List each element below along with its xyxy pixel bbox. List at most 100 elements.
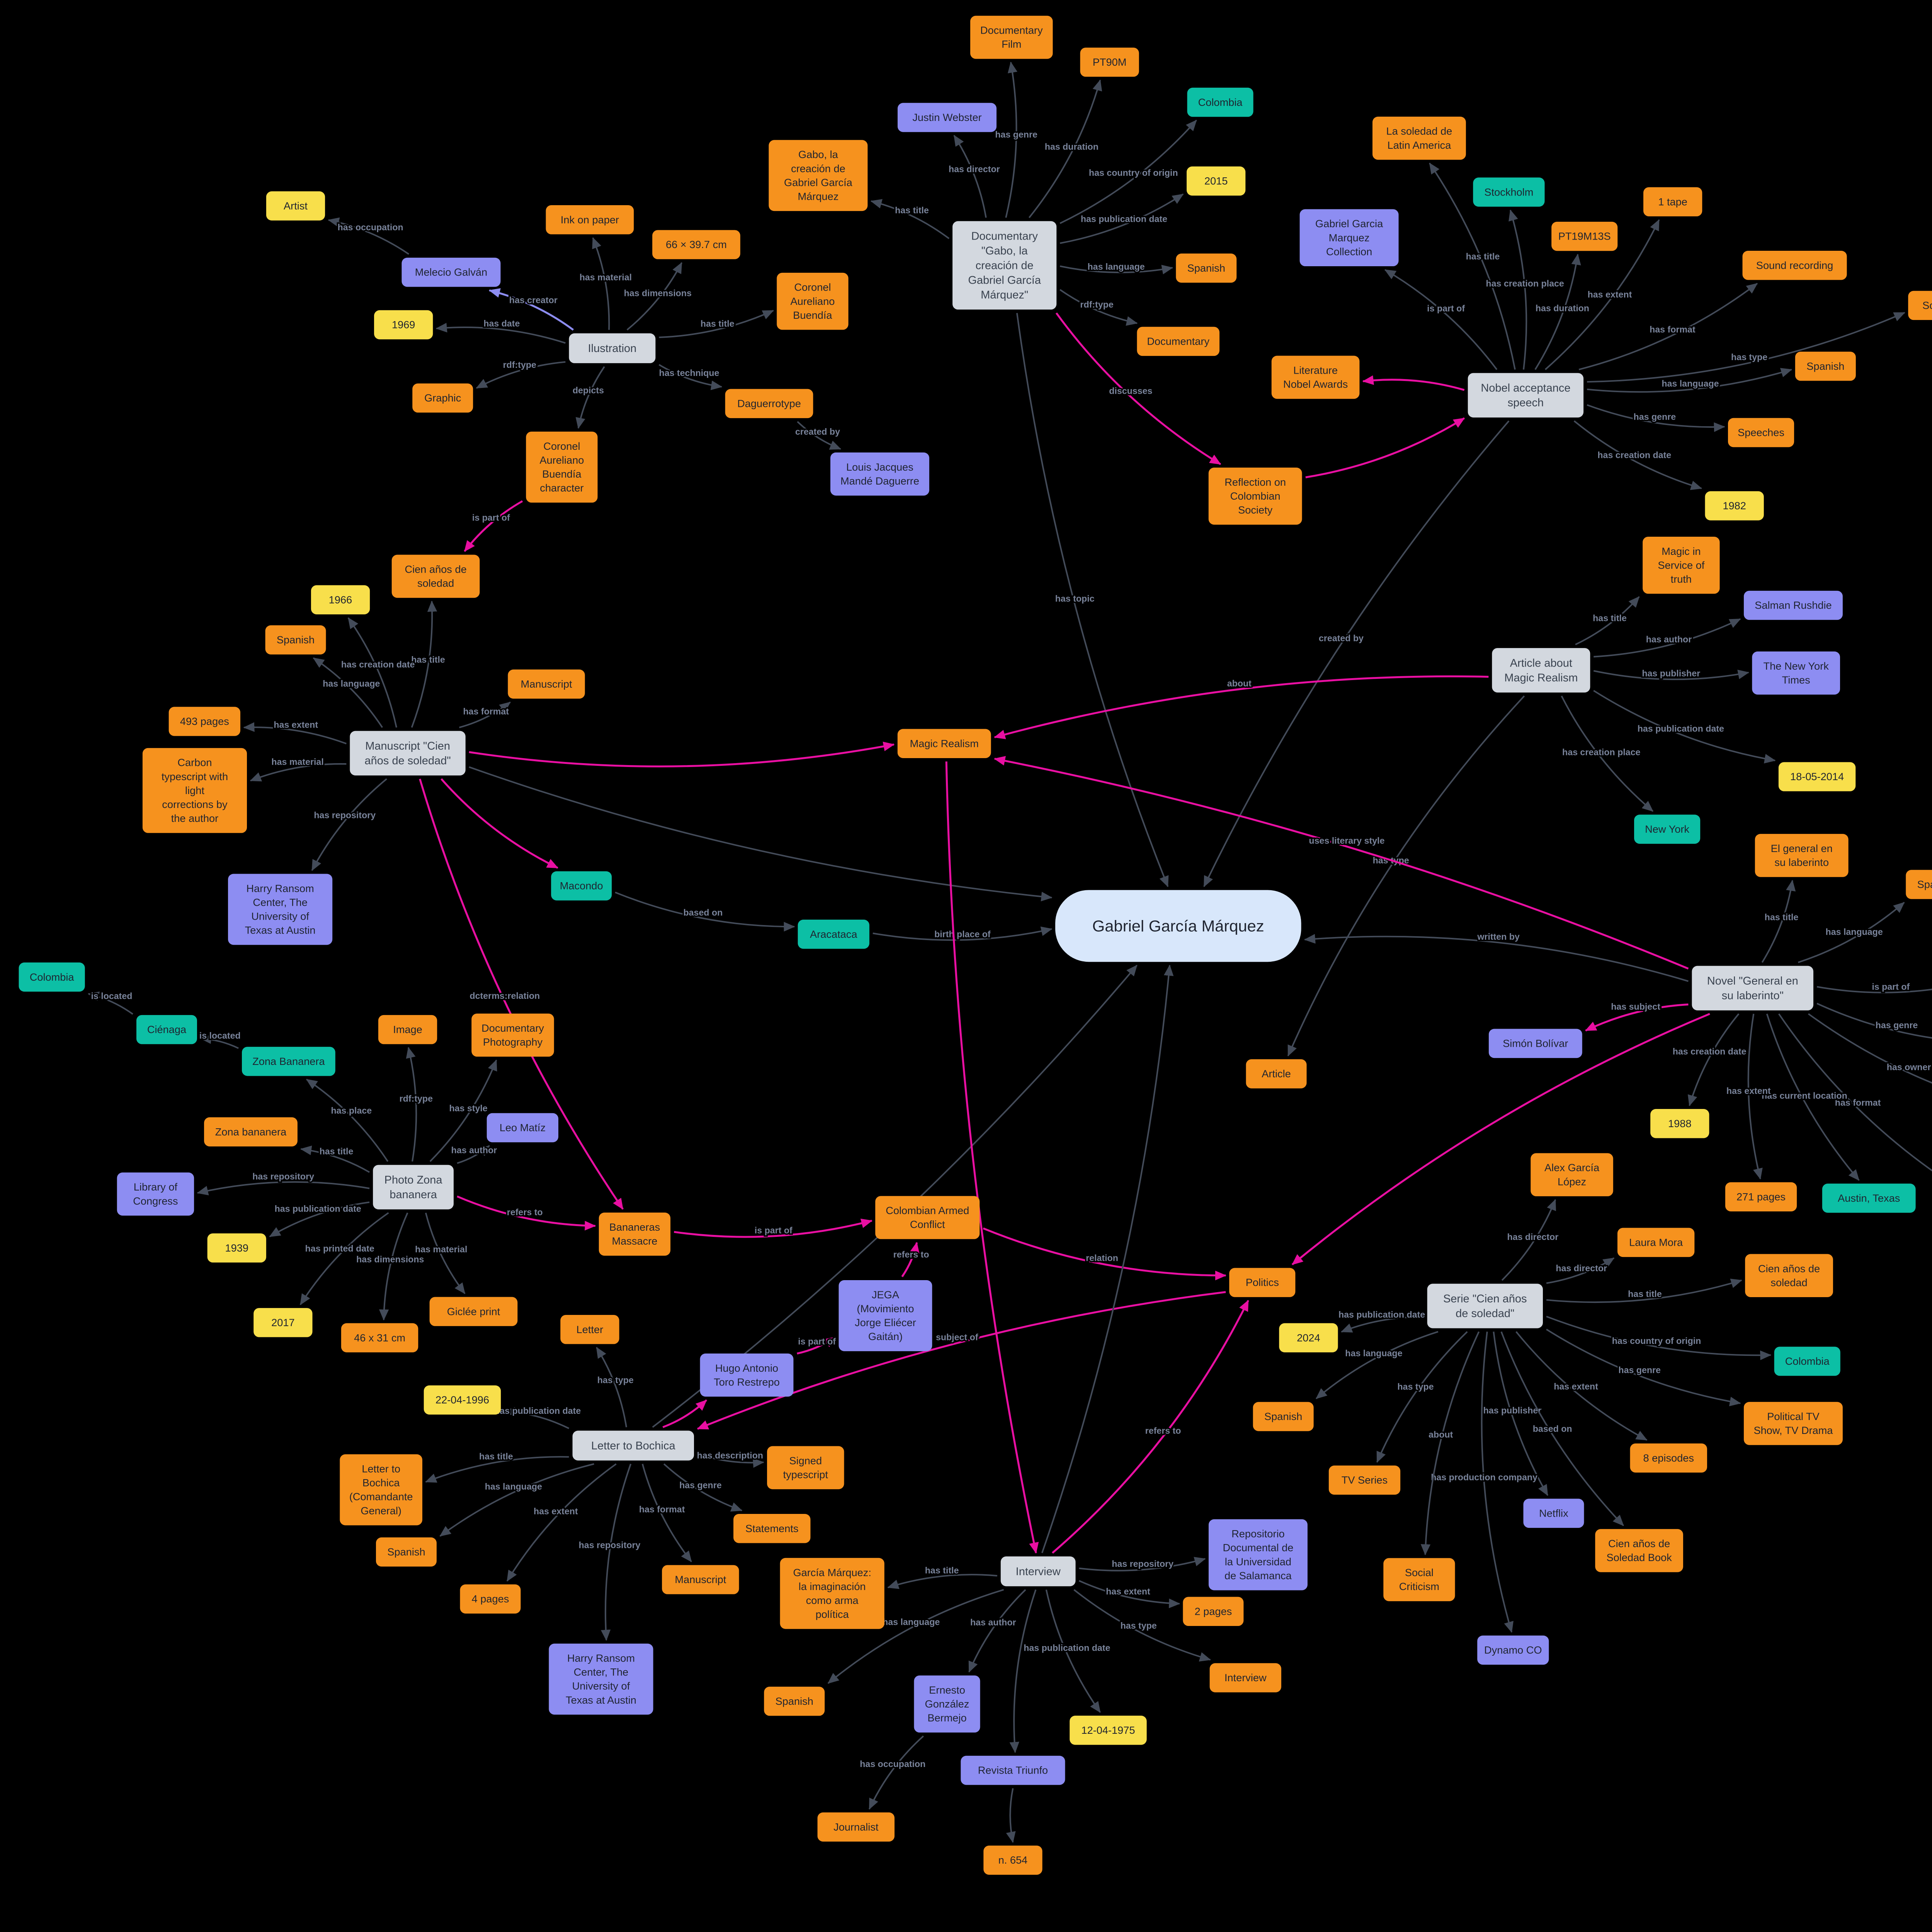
graph-node-ink[interactable]: Ink on paper <box>546 205 634 235</box>
graph-node-colombia_r[interactable]: Colombia <box>1774 1347 1840 1376</box>
graph-node-y2024[interactable]: 2024 <box>1279 1323 1338 1352</box>
graph-node-manuscript_f[interactable]: Manuscript <box>508 669 585 699</box>
graph-node-pt90m[interactable]: PT90M <box>1080 48 1139 77</box>
graph-node-sound[interactable]: Sound <box>1908 291 1932 320</box>
graph-node-d12041975[interactable]: 12-04-1975 <box>1070 1716 1147 1745</box>
graph-node-artist[interactable]: Artist <box>266 191 325 221</box>
graph-node-leo[interactable]: Leo Matíz <box>486 1113 559 1143</box>
graph-node-sound_rec[interactable]: Sound recording <box>1742 250 1847 280</box>
graph-node-spanish_int[interactable]: Spanish <box>764 1687 825 1716</box>
graph-node-letter_o[interactable]: Letter <box>560 1315 619 1344</box>
graph-node-pages271[interactable]: 271 pages <box>1725 1182 1797 1212</box>
graph-node-spanish_doc[interactable]: Spanish <box>1176 253 1237 283</box>
graph-node-pages493[interactable]: 493 pages <box>168 707 240 736</box>
graph-node-y1969[interactable]: 1969 <box>374 310 433 340</box>
graph-node-interview_o[interactable]: Interview <box>1209 1663 1281 1692</box>
graph-node-cienaga[interactable]: Ciénaga <box>136 1015 197 1044</box>
graph-node-y1939[interactable]: 1939 <box>207 1233 266 1263</box>
graph-node-aracataca[interactable]: Aracataca <box>798 920 869 949</box>
graph-node-spanish_let[interactable]: Spanish <box>376 1537 437 1567</box>
graph-node-cm4631[interactable]: 46 x 31 cm <box>341 1323 418 1352</box>
graph-node-colombia_top[interactable]: Colombia <box>1187 87 1253 117</box>
graph-node-let_hub[interactable]: Letter to Bochica <box>572 1430 694 1461</box>
graph-node-manuscript2[interactable]: Manuscript <box>662 1565 739 1594</box>
graph-node-austin[interactable]: Austin, Texas <box>1822 1184 1916 1213</box>
graph-node-zona_t[interactable]: Zona Bananera <box>242 1047 335 1076</box>
graph-node-y1982[interactable]: 1982 <box>1705 491 1764 520</box>
graph-node-y2017[interactable]: 2017 <box>253 1308 313 1337</box>
graph-node-justin[interactable]: Justin Webster <box>898 103 997 132</box>
graph-node-y2015[interactable]: 2015 <box>1186 166 1246 196</box>
graph-node-melecio[interactable]: Melecio Galván <box>401 257 501 287</box>
graph-node-tvseries[interactable]: TV Series <box>1328 1465 1401 1495</box>
graph-node-macondo[interactable]: Macondo <box>551 871 612 901</box>
graph-node-n654[interactable]: n. 654 <box>983 1845 1043 1875</box>
graph-node-y1966[interactable]: 1966 <box>311 585 370 614</box>
graph-node-spanish_nobel[interactable]: Spanish <box>1795 352 1856 381</box>
graph-node-int_hub[interactable]: Interview <box>1000 1556 1076 1587</box>
graph-node-spanish_ms[interactable]: Spanish <box>265 625 326 655</box>
graph-node-pages4[interactable]: 4 pages <box>460 1584 521 1614</box>
graph-node-colombia_l[interactable]: Colombia <box>19 962 85 992</box>
graph-node-d18052014[interactable]: 18-05-2014 <box>1778 762 1856 791</box>
graph-node-dynamo[interactable]: Dynamo CO <box>1477 1635 1549 1665</box>
graph-node-spanish_serie[interactable]: Spanish <box>1253 1402 1314 1431</box>
graph-node-giclee[interactable]: Giclée print <box>429 1297 518 1326</box>
graph-node-pt19[interactable]: PT19M13S <box>1551 221 1618 251</box>
graph-node-documentary[interactable]: Documentary <box>1137 327 1220 356</box>
graph-node-dims66[interactable]: 66 × 39.7 cm <box>652 230 740 259</box>
graph-node-simon[interactable]: Simón Bolívar <box>1488 1029 1582 1058</box>
graph-node-newyork[interactable]: New York <box>1634 815 1701 844</box>
graph-node-statements[interactable]: Statements <box>733 1514 811 1543</box>
graph-node-laura[interactable]: Laura Mora <box>1617 1228 1695 1257</box>
graph-node-daguerro[interactable]: Daguerrotype <box>725 389 813 418</box>
graph-node-speeches[interactable]: Speeches <box>1728 418 1794 447</box>
graph-node-politics[interactable]: Politics <box>1229 1268 1296 1297</box>
graph-node-stockholm[interactable]: Stockholm <box>1473 177 1545 207</box>
graph-node-netflix[interactable]: Netflix <box>1523 1498 1584 1528</box>
graph-node-salman[interactable]: Salman Rushdie <box>1743 590 1843 620</box>
graph-node-episodes8[interactable]: 8 episodes <box>1630 1443 1707 1473</box>
graph-node-y1988[interactable]: 1988 <box>1650 1109 1709 1138</box>
graph-node-journalist[interactable]: Journalist <box>817 1812 895 1842</box>
graph-node-pages2[interactable]: 2 pages <box>1183 1597 1244 1626</box>
graph-node-d22041996[interactable]: 22-04-1996 <box>423 1385 501 1415</box>
